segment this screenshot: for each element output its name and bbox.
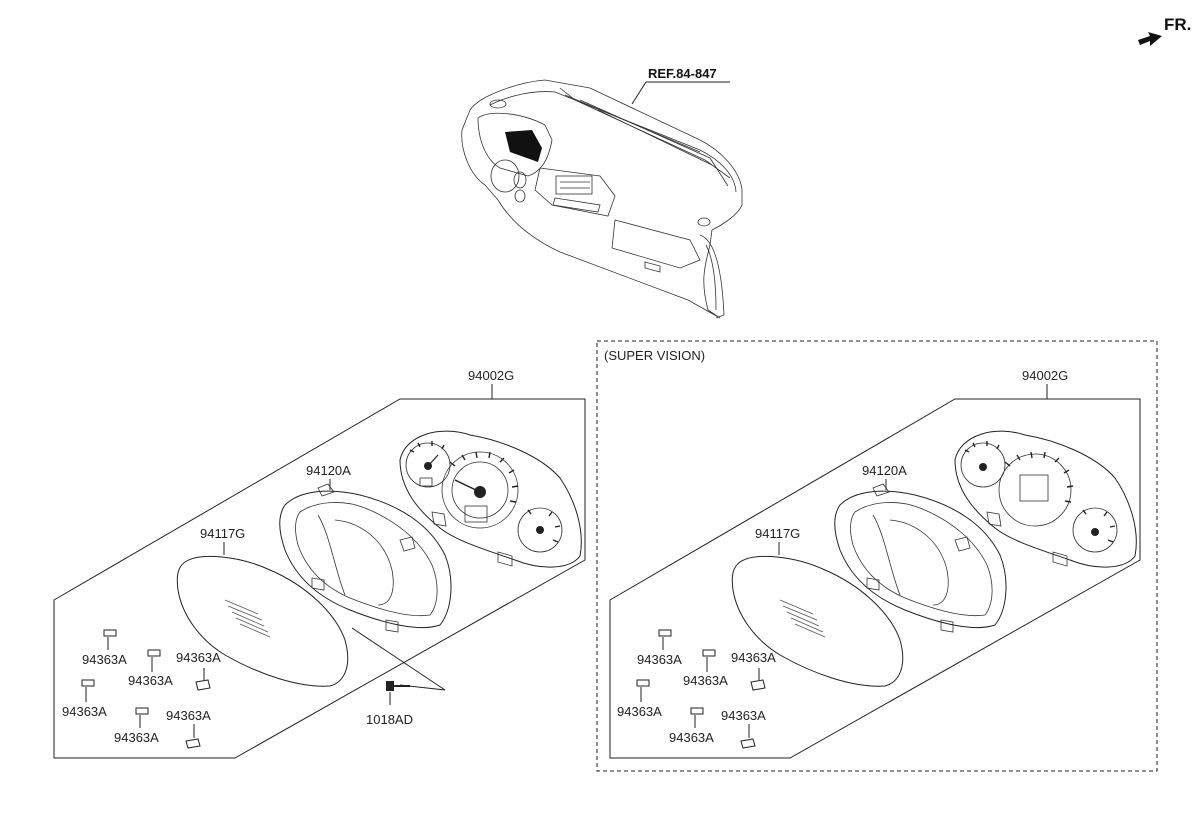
bulb-label[interactable]: 94363A xyxy=(166,708,211,723)
glass-label[interactable]: 94117G xyxy=(200,526,245,541)
bulb-label[interactable]: 94363A xyxy=(683,673,728,688)
bulb-label[interactable]: 94363A xyxy=(669,730,714,745)
bulb-label[interactable]: 94363A xyxy=(114,730,159,745)
cluster-assy-label[interactable]: 94002G xyxy=(1022,368,1068,383)
cluster-meter-face xyxy=(954,430,1137,568)
bulb-group: 94363A 94363A 94363A 94363A 94363A 94363… xyxy=(617,629,776,749)
bulb-label[interactable]: 94363A xyxy=(721,708,766,723)
bulb-label[interactable]: 94363A xyxy=(731,650,776,665)
cluster-housing xyxy=(279,483,452,633)
dashboard-ref-label[interactable]: REF.84-847 xyxy=(648,66,717,81)
bulb-label[interactable]: 94363A xyxy=(176,650,221,665)
screw-label[interactable]: 1018AD xyxy=(366,712,413,727)
cluster-glass xyxy=(176,555,349,687)
housing-label[interactable]: 94120A xyxy=(862,463,907,478)
bulb-label[interactable]: 94363A xyxy=(617,704,662,719)
front-label: FR. xyxy=(1164,15,1191,34)
standard-cluster-assembly: 94002G xyxy=(53,368,586,759)
glass-label[interactable]: 94117G xyxy=(755,526,800,541)
bulb-label[interactable]: 94363A xyxy=(82,652,127,667)
supervision-cluster-assembly: (SUPER VISION) 94002G xyxy=(596,340,1158,772)
screw-part: 1018AD xyxy=(351,627,446,727)
cluster-housing xyxy=(834,483,1007,633)
bulb-label[interactable]: 94363A xyxy=(62,704,107,719)
dashboard-assembly: REF.84-847 xyxy=(461,66,743,319)
cluster-location-highlight xyxy=(505,130,542,162)
housing-label[interactable]: 94120A xyxy=(306,463,351,478)
front-direction-indicator: FR. xyxy=(1138,15,1191,46)
cluster-glass xyxy=(731,555,904,687)
bulb-label[interactable]: 94363A xyxy=(637,652,682,667)
supervision-label: (SUPER VISION) xyxy=(604,348,705,363)
bulb-label[interactable]: 94363A xyxy=(128,673,173,688)
front-arrow-icon xyxy=(1138,32,1162,46)
cluster-assy-label[interactable]: 94002G xyxy=(468,368,514,383)
supervision-group-box xyxy=(596,340,1158,772)
cluster-meter-face xyxy=(399,430,582,568)
bulb-group: 94363A 94363A 94363A 94363A 94363A 94363… xyxy=(62,629,221,749)
